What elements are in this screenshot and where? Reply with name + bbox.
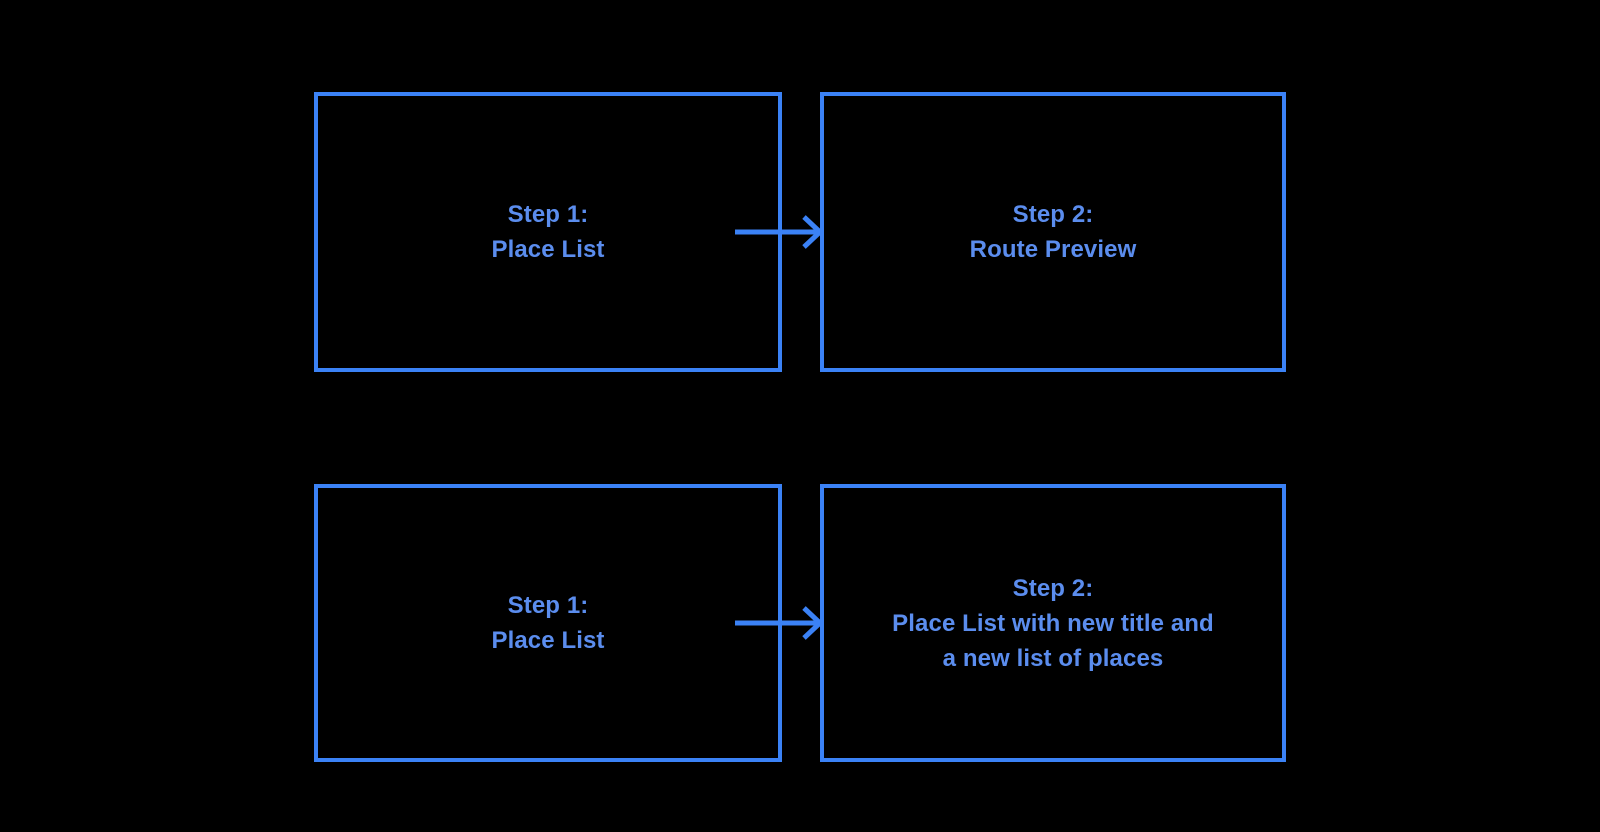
flow-row-place-list-updated: Step 1: Place List Step 2: Place List wi… [0, 484, 1600, 762]
step-box-label: Step 1: Place List [491, 201, 605, 263]
step-box-from[interactable]: Step 1: Place List [314, 92, 782, 372]
step-box-label: Step 1: Place List [491, 592, 605, 654]
step-box-label: Step 2: Place List with new title and a … [892, 574, 1214, 672]
flow-row-route-preview: Step 1: Place List Step 2: Route Preview [0, 92, 1600, 372]
step-box-label: Step 2: Route Preview [969, 201, 1137, 263]
step-box-to[interactable]: Step 2: Place List with new title and a … [820, 484, 1286, 762]
step-box-to[interactable]: Step 2: Route Preview [820, 92, 1286, 372]
step-box-from[interactable]: Step 1: Place List [314, 484, 782, 762]
